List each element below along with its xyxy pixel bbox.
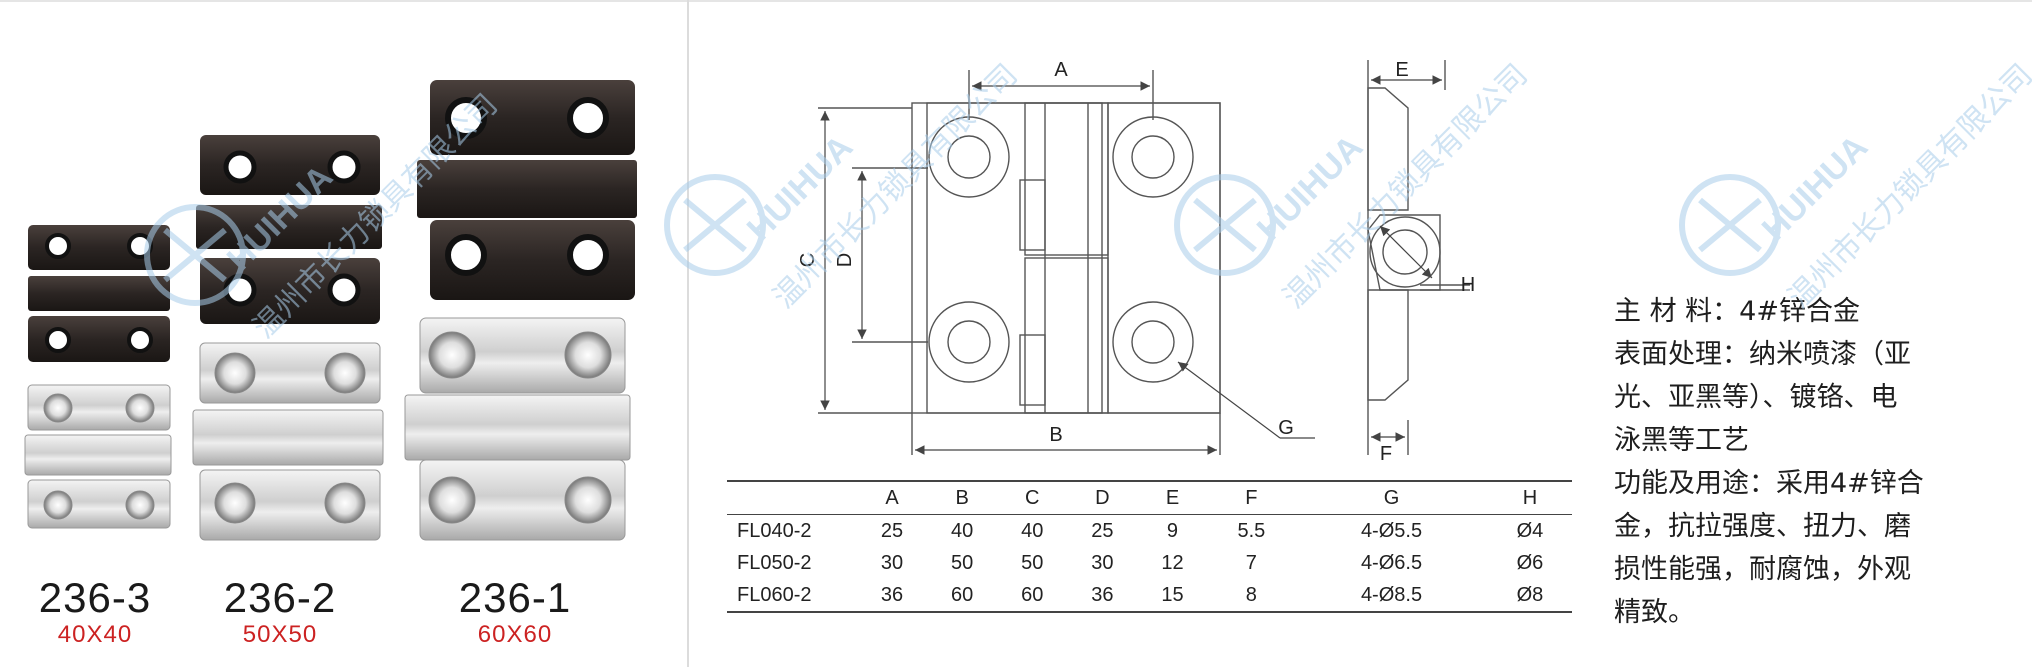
dim-label-g: G <box>1278 417 1294 439</box>
column-header: F <box>1245 486 1258 509</box>
table-row: FL050-2 30 50 50 30 12 7 4-Ø6.5 Ø6 <box>727 547 1572 579</box>
dim-label-b: B <box>1049 424 1062 446</box>
hole-top-left <box>928 116 1010 198</box>
table-cell: 4-Ø6.5 <box>1360 551 1423 574</box>
dim-label-c: C <box>797 253 819 267</box>
product-size: 50X50 <box>242 621 318 648</box>
function-line: 功能及用途：采用4#锌合 <box>1614 468 1924 499</box>
table-cell: Ø6 <box>1516 551 1544 574</box>
hinge-236-1-black <box>417 80 637 300</box>
hinge-236-3-black <box>28 225 170 362</box>
column-header: A <box>885 486 899 509</box>
table-cell: 60 <box>1021 583 1044 606</box>
product-code: 236-3 <box>38 574 152 621</box>
table-cell: 9 <box>1166 519 1179 542</box>
dim-label-h: H <box>1461 274 1475 296</box>
table-cell: 25 <box>880 519 904 542</box>
hinge-236-2-chrome <box>192 342 384 541</box>
knuckle-upper <box>1024 102 1109 256</box>
dim-g-leader <box>1177 361 1281 439</box>
surface-line: 光、亚黑等）、镀铬、电 <box>1614 382 1898 413</box>
dim-label-a: A <box>1054 59 1068 81</box>
table-cell: 40 <box>951 519 974 542</box>
product-code: 236-1 <box>458 574 572 621</box>
spec-table: A B C D E F G H FL040-2 25 40 40 25 9 5.… <box>727 480 1572 613</box>
dim-h-line <box>1379 225 1433 279</box>
column-header: D <box>1095 486 1110 509</box>
table-cell: 25 <box>1091 519 1114 542</box>
hinge-236-1-chrome <box>404 317 631 541</box>
product-description: 主 材 料：4#锌合金 表面处理：纳米喷漆（亚 光、亚黑等）、镀铬、电 泳黑等工… <box>1614 290 1964 634</box>
table-cell: 12 <box>1161 551 1184 574</box>
table-cell: Ø8 <box>1516 583 1544 606</box>
table-cell: 8 <box>1245 583 1257 606</box>
function-line: 精致。 <box>1614 597 1695 628</box>
top-rule <box>0 0 2032 2</box>
hole-top-right <box>1112 116 1194 198</box>
hinge-photos <box>24 80 637 541</box>
product-code: 236-2 <box>223 574 337 621</box>
table-cell: 50 <box>951 551 974 574</box>
function-line: 损性能强，耐腐蚀，外观 <box>1614 554 1911 585</box>
table-cell: 7 <box>1245 551 1257 574</box>
hinge-236-3-chrome <box>24 384 172 529</box>
function-line: 金，抗拉强度、扭力、磨 <box>1614 511 1911 542</box>
table-cell: FL060-2 <box>737 583 812 606</box>
dim-label-f: F <box>1380 443 1392 465</box>
table-header-row: A B C D E F G H <box>727 481 1572 515</box>
surface-line: 表面处理：纳米喷漆（亚 <box>1614 339 1911 370</box>
column-header: C <box>1025 486 1040 509</box>
column-header: B <box>955 486 969 509</box>
product-label-236-1: 236-1 60X60 <box>450 575 580 649</box>
table-cell: 36 <box>880 583 904 606</box>
column-header: H <box>1522 486 1538 509</box>
table-cell: FL050-2 <box>737 551 812 574</box>
material-line: 主 材 料：4#锌合金 <box>1614 296 1860 327</box>
table-cell: 30 <box>1091 551 1114 574</box>
dim-label-d: D <box>834 253 856 267</box>
table-cell: 4-Ø8.5 <box>1360 583 1423 606</box>
table-cell: 30 <box>880 551 904 574</box>
column-header: E <box>1165 486 1180 509</box>
column-header <box>727 481 857 515</box>
hole-bottom-left <box>928 301 1010 383</box>
table-cell: 60 <box>951 583 974 606</box>
product-size: 40X40 <box>57 621 133 648</box>
table-cell: FL040-2 <box>737 519 812 542</box>
panel-divider <box>687 0 689 667</box>
table-cell: 36 <box>1091 583 1114 606</box>
table-cell: 4-Ø5.5 <box>1360 519 1423 542</box>
product-photo-panel: 236-3 40X40 236-2 50X50 236-1 60X60 <box>0 0 687 667</box>
product-label-236-2: 236-2 50X50 <box>215 575 345 649</box>
column-header: G <box>1383 486 1400 509</box>
table-cell: 5.5 <box>1237 519 1266 542</box>
surface-line: 泳黑等工艺 <box>1614 425 1749 456</box>
product-label-236-3: 236-3 40X40 <box>30 575 160 649</box>
table-cell: 15 <box>1161 583 1184 606</box>
side-view <box>1367 60 1470 455</box>
table-row: FL060-2 36 60 60 36 15 8 4-Ø8.5 Ø8 <box>727 579 1572 612</box>
table-cell: 40 <box>1021 519 1044 542</box>
table-cell: 50 <box>1021 551 1044 574</box>
product-size: 60X60 <box>477 621 553 648</box>
table-cell: Ø4 <box>1516 519 1544 542</box>
dim-label-e: E <box>1395 59 1408 81</box>
table-row: FL040-2 25 40 40 25 9 5.5 4-Ø5.5 Ø4 <box>727 515 1572 548</box>
hole-bottom-right <box>1112 301 1194 383</box>
